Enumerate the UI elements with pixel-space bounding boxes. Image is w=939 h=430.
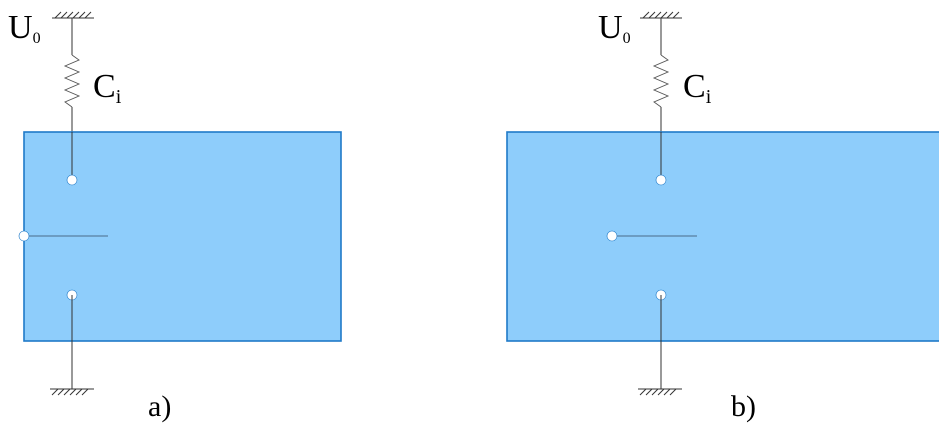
spring-label: Ci: [93, 68, 122, 108]
top-hole: [655, 174, 667, 186]
voltage-symbol: U: [8, 9, 33, 46]
bottom-support-hatch: [50, 388, 94, 396]
spring-subscript: i: [116, 86, 122, 108]
spring: [652, 54, 670, 108]
top-support-hatch: [52, 11, 94, 19]
voltage-label: U0: [8, 9, 41, 47]
spring: [63, 54, 81, 108]
plate: [23, 131, 342, 342]
panel-b: U0 Ci b): [506, 9, 939, 423]
crack-tip-point: [606, 230, 618, 242]
caption: b): [731, 390, 756, 423]
crack-tip-point: [18, 230, 30, 242]
top-support-hatch: [640, 11, 682, 19]
plate: [506, 131, 939, 342]
panel-a: U0 Ci a): [8, 9, 342, 423]
voltage-subscript: 0: [623, 30, 631, 47]
spring-symbol: C: [93, 68, 116, 105]
bottom-support-hatch: [638, 388, 682, 396]
caption: a): [148, 390, 171, 423]
voltage-subscript: 0: [33, 30, 41, 47]
spring-symbol: C: [683, 68, 706, 105]
spring-subscript: i: [706, 86, 712, 108]
voltage-label: U0: [598, 9, 631, 47]
spring-label: Ci: [683, 68, 712, 108]
top-hole: [66, 174, 78, 186]
voltage-symbol: U: [598, 9, 623, 46]
